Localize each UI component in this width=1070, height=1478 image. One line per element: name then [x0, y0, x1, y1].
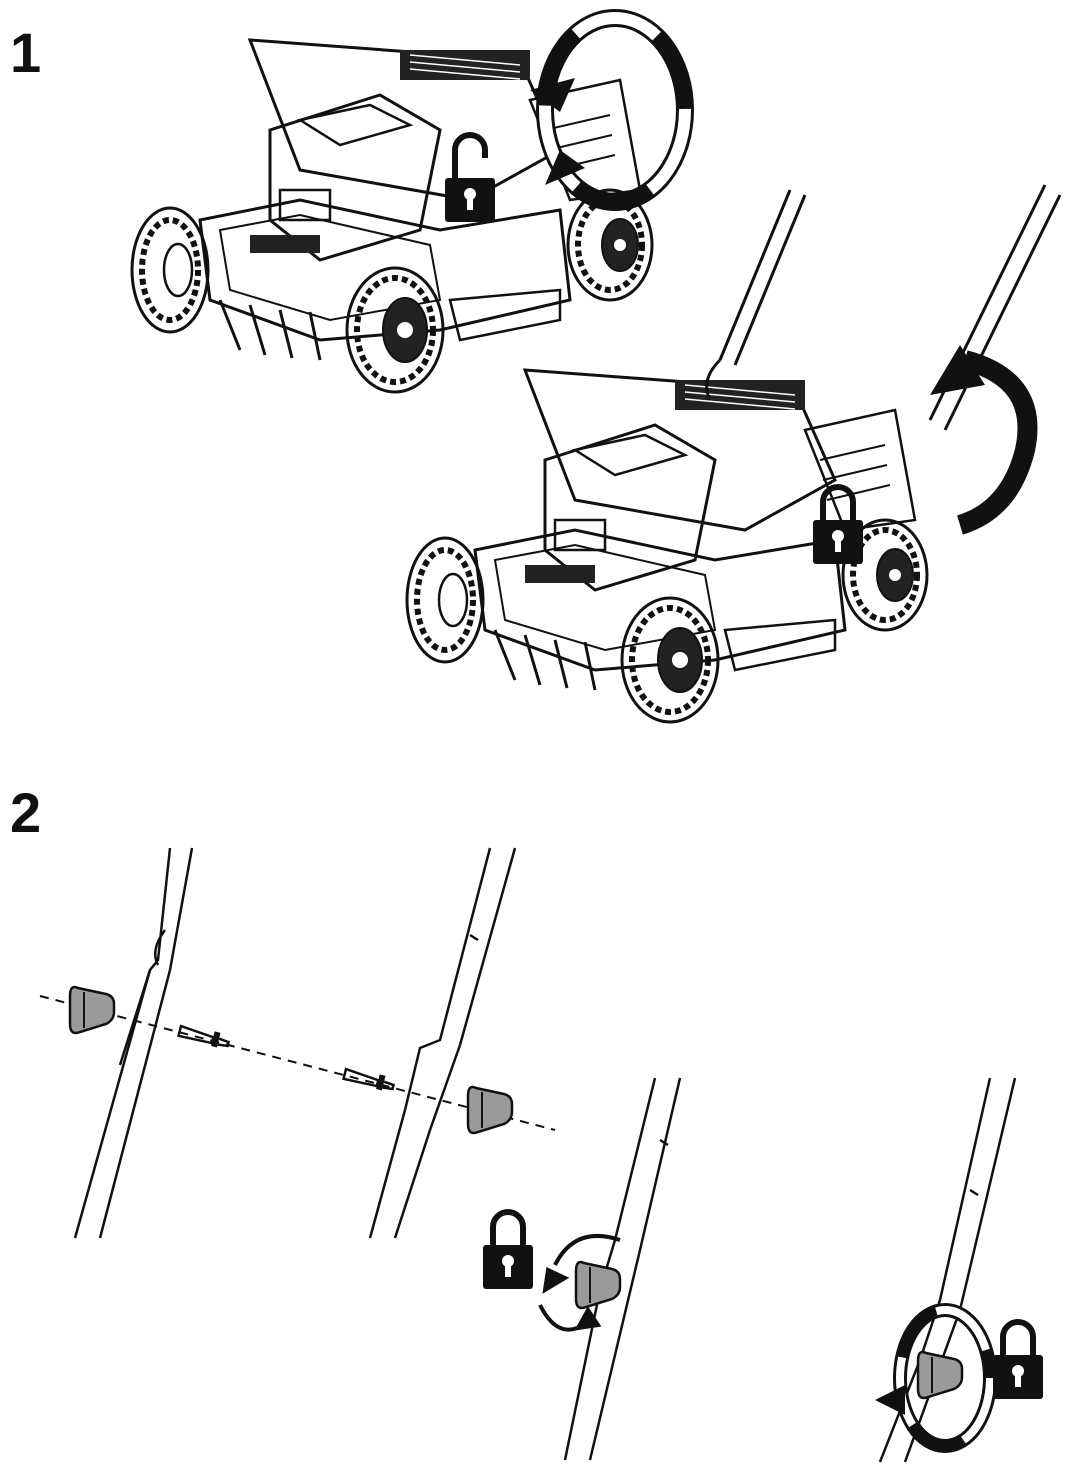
- knob-left: [68, 985, 116, 1035]
- rotate-arrow-icon: [530, 9, 694, 211]
- step-number-2: 2: [10, 781, 42, 844]
- bolt-left: [176, 1021, 232, 1052]
- padlock-closed-icon: [993, 1322, 1043, 1399]
- assembly-axis-line: [39, 995, 556, 1131]
- step-number-1: 1: [10, 21, 42, 84]
- assembled-handle-tube: [563, 1077, 682, 1461]
- mower-handle: [705, 184, 1062, 431]
- knob-assembled: [916, 1350, 964, 1400]
- padlock-closed-icon: [813, 487, 863, 564]
- rotate-arrow-icon: [875, 1303, 997, 1453]
- bolt-right: [341, 1064, 397, 1095]
- padlock-closed-icon: [483, 1212, 533, 1289]
- mower-unlocked: [132, 40, 652, 392]
- knob-assembled: [574, 1260, 622, 1310]
- lower-handle-tube: [73, 847, 194, 1239]
- padlock-open-icon: [445, 135, 495, 222]
- rotate-arrow-icon: [930, 345, 1038, 535]
- knob-right: [466, 1085, 514, 1135]
- upper-handle-tube: [368, 847, 517, 1239]
- rotate-arrow-icon: [538, 1233, 621, 1332]
